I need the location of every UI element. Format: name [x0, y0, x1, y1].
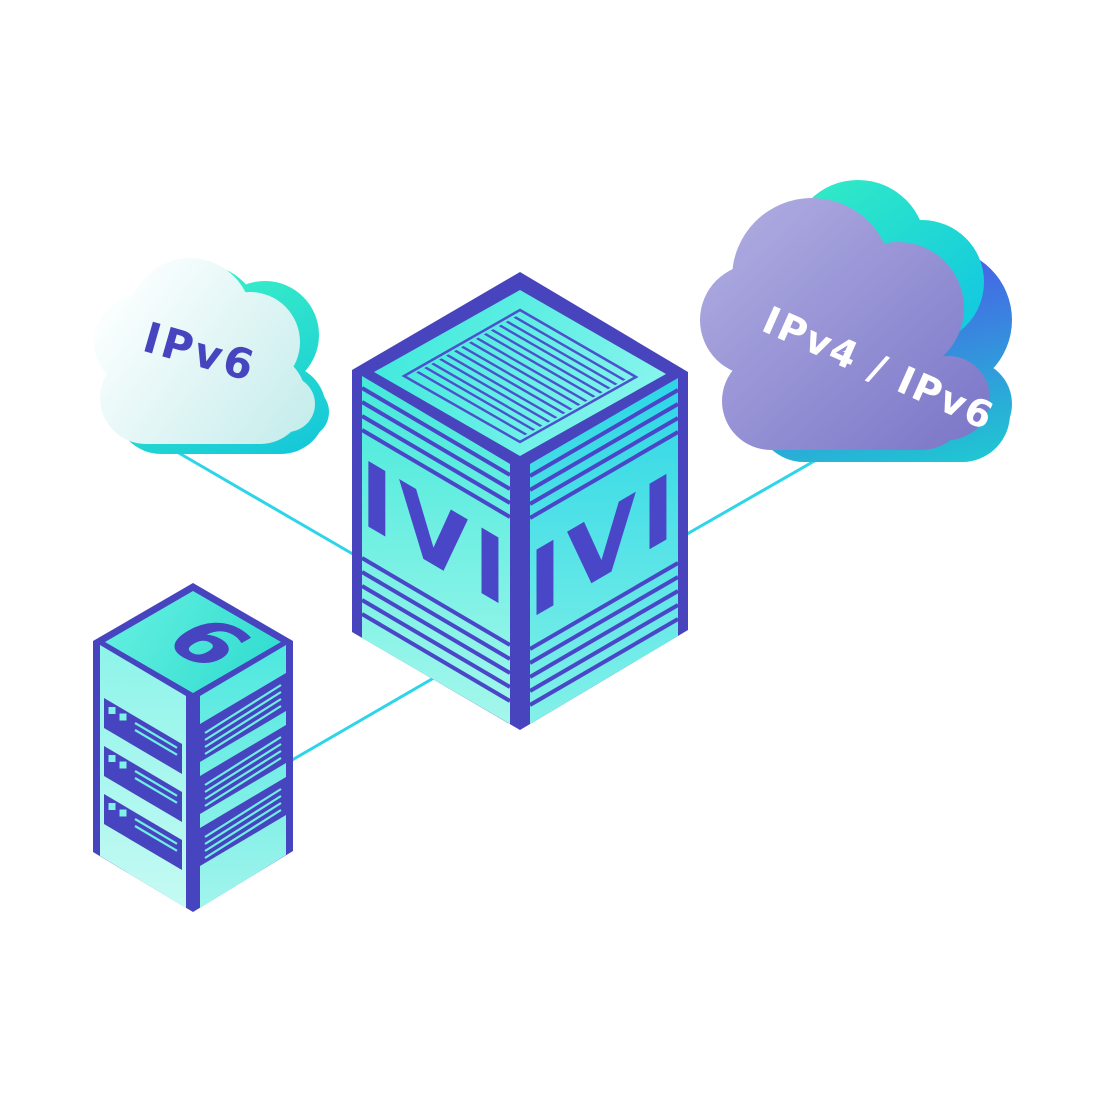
server-right-panels [200, 673, 286, 866]
ivi-box-top-inner-border [401, 308, 639, 444]
server-left-unit [104, 698, 182, 774]
server-top-face [105, 591, 281, 693]
ipv6-cloud: IPv6 [94, 258, 329, 454]
ipv6-cloud-body [94, 258, 315, 444]
ivi-box-top-face [374, 290, 666, 456]
ipv6-server: 6 [93, 583, 293, 912]
server-left-unit [104, 746, 182, 822]
server-right-panel [200, 777, 286, 866]
server-left-units [104, 698, 182, 870]
server-right-panel [200, 725, 286, 814]
ivi-box-right-stripes [530, 388, 678, 707]
server-left-unit [104, 794, 182, 870]
ipv4-ipv6-cloud-body [700, 198, 990, 450]
server-right-panel [200, 673, 286, 762]
ivi-box-right-face [530, 378, 678, 724]
ipv4-ipv6-cloud: IPv4 / IPv6 [700, 180, 1012, 462]
ivi-box-left-stripes [362, 386, 510, 703]
ivi-translator-box: IVI IVI [352, 272, 688, 730]
